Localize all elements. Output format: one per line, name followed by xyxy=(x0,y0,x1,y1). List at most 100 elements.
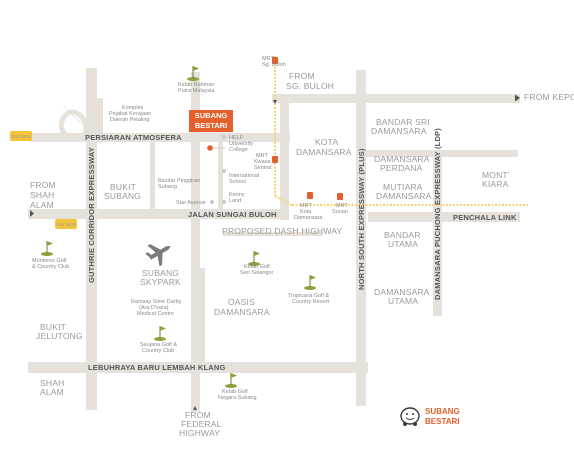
area-bukit-subang-1: BUKIT xyxy=(110,182,136,192)
area-shah-alam-1: SHAH xyxy=(40,378,64,388)
place-seri-selangor-2: Seri Selangor xyxy=(240,270,273,276)
badge-line-2: BESTARI xyxy=(194,121,228,130)
road-guthrie xyxy=(86,68,97,410)
label-from-federal-3: HIGHWAY xyxy=(179,428,220,438)
place-seri-selangor-1: Kelab Golf xyxy=(244,264,270,270)
place-help-3: College xyxy=(229,147,248,153)
area-bandar-sri-damansara-2: DAMANSARA xyxy=(371,126,427,136)
label-from-sg-buloh-1: FROM xyxy=(289,71,315,81)
mrt-label-kota-2: Kota xyxy=(300,209,312,215)
mrt-label-kota-3: Damansara xyxy=(294,215,323,221)
place-negara-subang-1: Kelab Golf xyxy=(222,389,248,395)
area-mont-kiara-2: KIARA xyxy=(482,179,509,189)
exit-2503-label: Exit 2503 xyxy=(57,222,76,227)
area-shah-alam-2: ALAM xyxy=(40,387,64,397)
brand-line-1: SUBANG xyxy=(425,407,460,416)
place-komplex-1: Komplex xyxy=(122,105,144,111)
place-help-1: HELP xyxy=(229,135,244,141)
subang-bestari-pin-icon xyxy=(207,145,213,151)
place-ramsay-2: (Ara D'sara) xyxy=(139,305,169,311)
label-from-shah-alam-2: SHAH xyxy=(30,190,54,200)
area-subang-skypark-1: SUBANG xyxy=(142,268,179,278)
area-damansara-perdana-1: DAMANSARA xyxy=(374,154,430,164)
place-monterez-2: & Country Club xyxy=(32,264,69,270)
mrt-sg-buloh-icon xyxy=(272,57,278,64)
label-from-kepong: FROM KEPONG/KL xyxy=(524,92,574,102)
interchange-loop xyxy=(58,109,89,142)
subang-bestari-badge: SUBANG BESTARI xyxy=(189,110,233,132)
label-jalan-sungai-buloh: JALAN SUNGAI BULOH xyxy=(188,210,277,219)
arrow-shah-alam-icon xyxy=(30,210,34,217)
mrt-stations xyxy=(272,57,343,200)
place-kelab-rahman-2: Putra Malaysia xyxy=(178,88,215,94)
mrt-label-surian-2: Surian xyxy=(332,209,348,215)
label-nse: NORTH SOUTH EXPRESSWAY (PLUS) xyxy=(357,148,366,290)
place-bazar-2: Subang xyxy=(158,184,177,190)
label-ldp: DAMANSARA PUCHONG EXPRESSWAY (LDP) xyxy=(433,128,442,300)
arrow-federal-icon xyxy=(193,406,197,410)
brand-line-2: BESTARI xyxy=(425,417,460,426)
brand-label: SUBANG BESTARI xyxy=(425,407,460,427)
area-oasis-damansara-2: DAMANSARA xyxy=(214,307,270,317)
golf-flag-icon xyxy=(187,66,199,81)
area-damansara-perdana-2: PERDANA xyxy=(380,163,423,173)
place-kenny-land-1: Kenny xyxy=(229,192,245,198)
place-ramsay-3: Medical Centre xyxy=(137,311,174,317)
area-mutiara-damansara-2: DAMANSARA xyxy=(376,191,432,201)
mrt-kwasa-icon xyxy=(272,156,278,163)
place-ramsay-1: Ramsay Sime Darby xyxy=(131,299,182,305)
mrt-label-surian-1: MRT xyxy=(336,203,348,209)
place-komplex-2: Pejabat Kerajaan xyxy=(109,111,151,117)
road-penchala-link xyxy=(368,212,520,222)
road-federal xyxy=(191,72,200,412)
road-network xyxy=(28,68,520,412)
area-damansara-utama-2: UTAMA xyxy=(388,296,418,306)
label-persiaran-atmosfera: PERSIARAN ATMOSFERA xyxy=(85,133,182,142)
mrt-label-sg-buloh-2: Sg. Buloh xyxy=(262,62,286,68)
road-bukit-subang xyxy=(150,142,155,210)
place-star-avenue: Star Avenue xyxy=(176,200,206,206)
area-kota-damansara-2: DAMANSARA xyxy=(296,147,352,157)
area-bukit-jelutong-1: BUKIT xyxy=(40,322,66,332)
place-intl-school-2: School xyxy=(229,179,246,185)
mrt-label-sg-buloh-1: MRT xyxy=(262,56,274,62)
place-kelab-rahman-1: Kelab Rahman xyxy=(178,82,214,88)
label-guthrie: GUTHRIE CORRIDOR EXPRESSWAY xyxy=(87,147,96,283)
arrow-kepong-icon xyxy=(515,94,520,102)
road-nse xyxy=(356,70,366,406)
golf-flag-icon xyxy=(248,251,260,266)
label-penchala-link: PENCHALA LINK xyxy=(453,213,517,222)
place-tropicana-2: Country Resort xyxy=(292,299,329,305)
area-damansara-utama-1: DAMANSARA xyxy=(374,287,430,297)
label-from-shah-alam-3: ALAM xyxy=(30,200,54,210)
mrt-label-kwasa-1: MRT xyxy=(256,153,268,159)
golf-flags xyxy=(41,66,316,388)
label-from-federal-1: FROM xyxy=(185,410,211,420)
road-persiaran-atmosfera xyxy=(30,133,290,142)
area-subang-skypark-2: SKYPARK xyxy=(140,277,181,287)
place-help-2: University xyxy=(229,141,253,147)
golf-flag-icon xyxy=(41,241,53,256)
arrow-sg-buloh-icon xyxy=(273,100,277,104)
area-bukit-jelutong-2: JELUTONG xyxy=(36,331,83,341)
place-saujana-2: Country Club xyxy=(142,348,174,354)
place-negara-subang-2: Negara Subang xyxy=(218,395,257,401)
exit-2503-badge xyxy=(55,219,77,229)
label-dash: PROPOSED DASH HIGHWAY xyxy=(222,226,343,236)
waze-icon xyxy=(400,407,420,426)
road-jalan-sungai-buloh xyxy=(28,209,284,219)
road-ldp xyxy=(433,150,442,316)
mrt-surian-icon xyxy=(337,193,343,200)
airplane-icon xyxy=(145,244,171,267)
mrt-label-kwasa-3: Sentral xyxy=(254,165,271,171)
area-bukit-subang-2: SUBANG xyxy=(104,191,141,201)
road-dash xyxy=(223,232,323,236)
road-small-a xyxy=(97,98,103,134)
exit-2504-label: Exit 2504 xyxy=(12,134,31,139)
place-saujana-1: Saujana Golf & xyxy=(140,342,177,348)
badge-line-1: SUBANG xyxy=(194,111,228,120)
label-from-federal-2: FEDERAL xyxy=(181,419,222,429)
place-kenny-land-2: Land xyxy=(229,198,241,204)
place-tropicana-1: Tropicana Golf & xyxy=(288,293,329,299)
